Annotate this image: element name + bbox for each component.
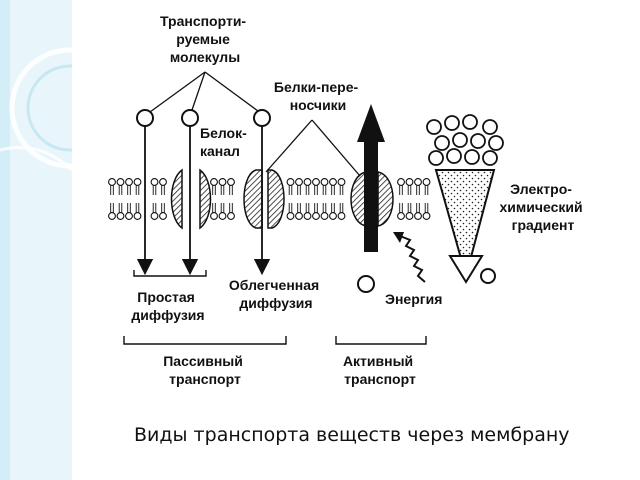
channel-protein [243, 169, 285, 229]
label-active-transport: Активный транспорт [343, 353, 417, 387]
active-transport-arrow [357, 104, 385, 252]
lipid-bilayer [108, 178, 431, 220]
gradient-molecule [482, 119, 498, 135]
label-simple-diffusion: Простая диффузия [131, 289, 204, 323]
energy-zigzag-arrow [393, 232, 426, 283]
label-energy: Энергия [385, 291, 442, 307]
simple-diffusion-bracket [133, 270, 207, 277]
gradient-molecule [462, 114, 478, 130]
gradient-molecule [434, 135, 450, 151]
gradient-molecule-cluster [426, 114, 504, 166]
gradient-molecule [444, 115, 460, 131]
gradient-molecule [452, 132, 468, 148]
molecule-pointer-lines [149, 71, 259, 113]
passive-transport-bracket [123, 336, 287, 345]
gradient-molecule [428, 150, 444, 166]
simple-diffusion-channel [170, 168, 212, 230]
slide-caption: Виды транспорта веществ через мембрану [134, 424, 570, 446]
gradient-molecule [470, 133, 486, 149]
molecule-channel [181, 109, 199, 127]
gradient-molecule [488, 135, 504, 151]
molecule-simple-diffusion [136, 109, 154, 127]
decorative-side-stripe [0, 0, 72, 480]
label-passive-transport: Пассивный транспорт [163, 353, 247, 387]
electrochemical-gradient-cone [434, 169, 496, 280]
label-transported-molecules: Транспорти- руемые молекулы [160, 13, 250, 65]
label-facilitated-diffusion: Облегченная диффузия [229, 277, 323, 311]
molecule-facilitated [253, 109, 271, 127]
gradient-molecule [446, 148, 462, 164]
gradient-molecule [464, 149, 480, 165]
gradient-molecule [482, 150, 498, 166]
carrier-pointer-lines [265, 119, 361, 177]
active-transport-bracket [335, 336, 427, 345]
label-channel-protein: Белок- канал [200, 125, 251, 159]
label-carrier-proteins: Белки-пере- носчики [274, 79, 362, 113]
gradient-arrowhead [448, 255, 484, 284]
carrier-protein [350, 171, 394, 227]
label-electrochemical-gradient: Электро- химический градиент [500, 181, 587, 233]
molecule-gradient-exit [480, 268, 496, 284]
molecule-active-transport [357, 275, 375, 293]
gradient-molecule [426, 119, 442, 135]
